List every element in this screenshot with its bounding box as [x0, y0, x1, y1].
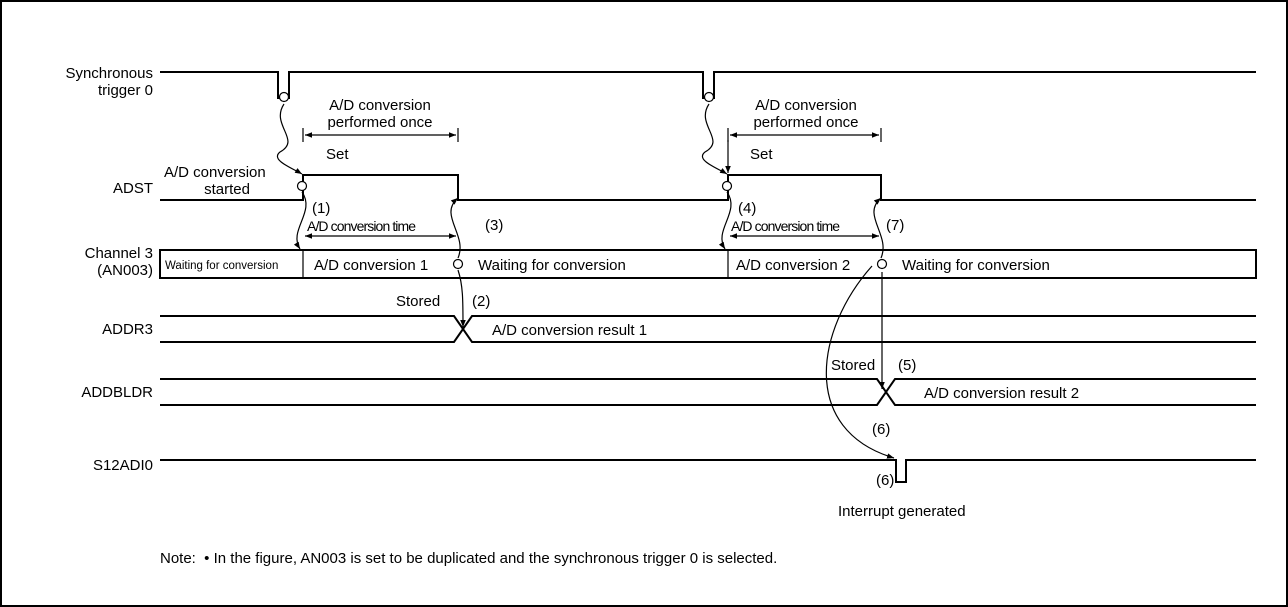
stored-label-1: Stored	[396, 293, 440, 310]
step-3-label: (3)	[485, 217, 503, 234]
event-circle-adst-2	[721, 180, 733, 192]
arrow-trigger1-to-adst	[277, 103, 303, 175]
arrow-trigger2-to-adst	[702, 103, 728, 175]
once-label-line1-b: A/D conversion	[755, 97, 857, 114]
channel3-waiting-mid: Waiting for conversion	[478, 257, 626, 274]
event-circle-trigger-2	[703, 91, 715, 103]
stored-label-2: Stored	[831, 357, 875, 374]
once-label-line2-a: performed once	[327, 114, 432, 131]
once-label-line2-b: performed once	[753, 114, 858, 131]
event-circle-adst-1	[296, 180, 308, 192]
waveform-addr3	[160, 315, 1256, 343]
step-6-label-upper: (6)	[872, 421, 890, 438]
started-label-line1: A/D conversion	[164, 164, 266, 181]
arrow-conv1-to-addr3	[457, 269, 466, 328]
label-addr3: ADDR3	[102, 321, 153, 338]
label-sync-trigger-line2: trigger 0	[98, 82, 153, 99]
waveform-addbldr	[160, 378, 1256, 406]
step-2-label: (2)	[472, 293, 490, 310]
step-4-label: (4)	[738, 200, 756, 217]
event-circle-conv-end-2	[876, 258, 888, 270]
waveform-sync-trigger	[160, 71, 1256, 99]
label-channel3-line2: (AN003)	[97, 262, 153, 279]
interrupt-generated-label: Interrupt generated	[838, 503, 966, 520]
label-channel3-line1: Channel 3	[85, 245, 153, 262]
channel3-waiting-initial: Waiting for conversion	[165, 260, 278, 272]
addbldr-result-2: A/D conversion result 2	[924, 385, 1079, 402]
channel3-waiting-end: Waiting for conversion	[902, 257, 1050, 274]
waveform-s12adi0	[160, 459, 1256, 483]
waveform-channel3	[159, 249, 1257, 279]
waveform-adst	[160, 174, 1256, 201]
label-adst: ADST	[113, 180, 153, 197]
figure-note: Note: • In the figure, AN003 is set to b…	[160, 550, 777, 567]
convtime-label-2: A/D conversion time	[731, 218, 840, 234]
step-7-label: (7)	[886, 217, 904, 234]
set-label-2: Set	[750, 146, 773, 163]
step-6-label-lower: (6)	[876, 472, 894, 489]
channel3-conversion-2: A/D conversion 2	[736, 257, 850, 274]
label-addbldr: ADDBLDR	[81, 384, 153, 401]
convtime-label-1: A/D conversion time	[307, 218, 416, 234]
channel3-conversion-1: A/D conversion 1	[314, 257, 428, 274]
arrow-conv2-to-interrupt	[825, 265, 895, 459]
step-5-label: (5)	[898, 357, 916, 374]
event-circle-trigger-1	[278, 91, 290, 103]
arrow-conv1-to-adst-clear	[450, 197, 461, 259]
arrow-adst2-to-channel	[718, 191, 732, 250]
started-label-line2: started	[204, 181, 250, 198]
label-sync-trigger-line1: Synchronous	[65, 65, 153, 82]
label-s12adi0: S12ADI0	[93, 457, 153, 474]
arrow-adst1-to-channel	[293, 191, 307, 250]
step-1-label: (1)	[312, 200, 330, 217]
event-circle-conv-end-1	[452, 258, 464, 270]
addr3-result-1: A/D conversion result 1	[492, 322, 647, 339]
once-label-line1-a: A/D conversion	[329, 97, 431, 114]
arrow-conv2-to-adst-clear	[873, 197, 884, 259]
set-label-1: Set	[326, 146, 349, 163]
